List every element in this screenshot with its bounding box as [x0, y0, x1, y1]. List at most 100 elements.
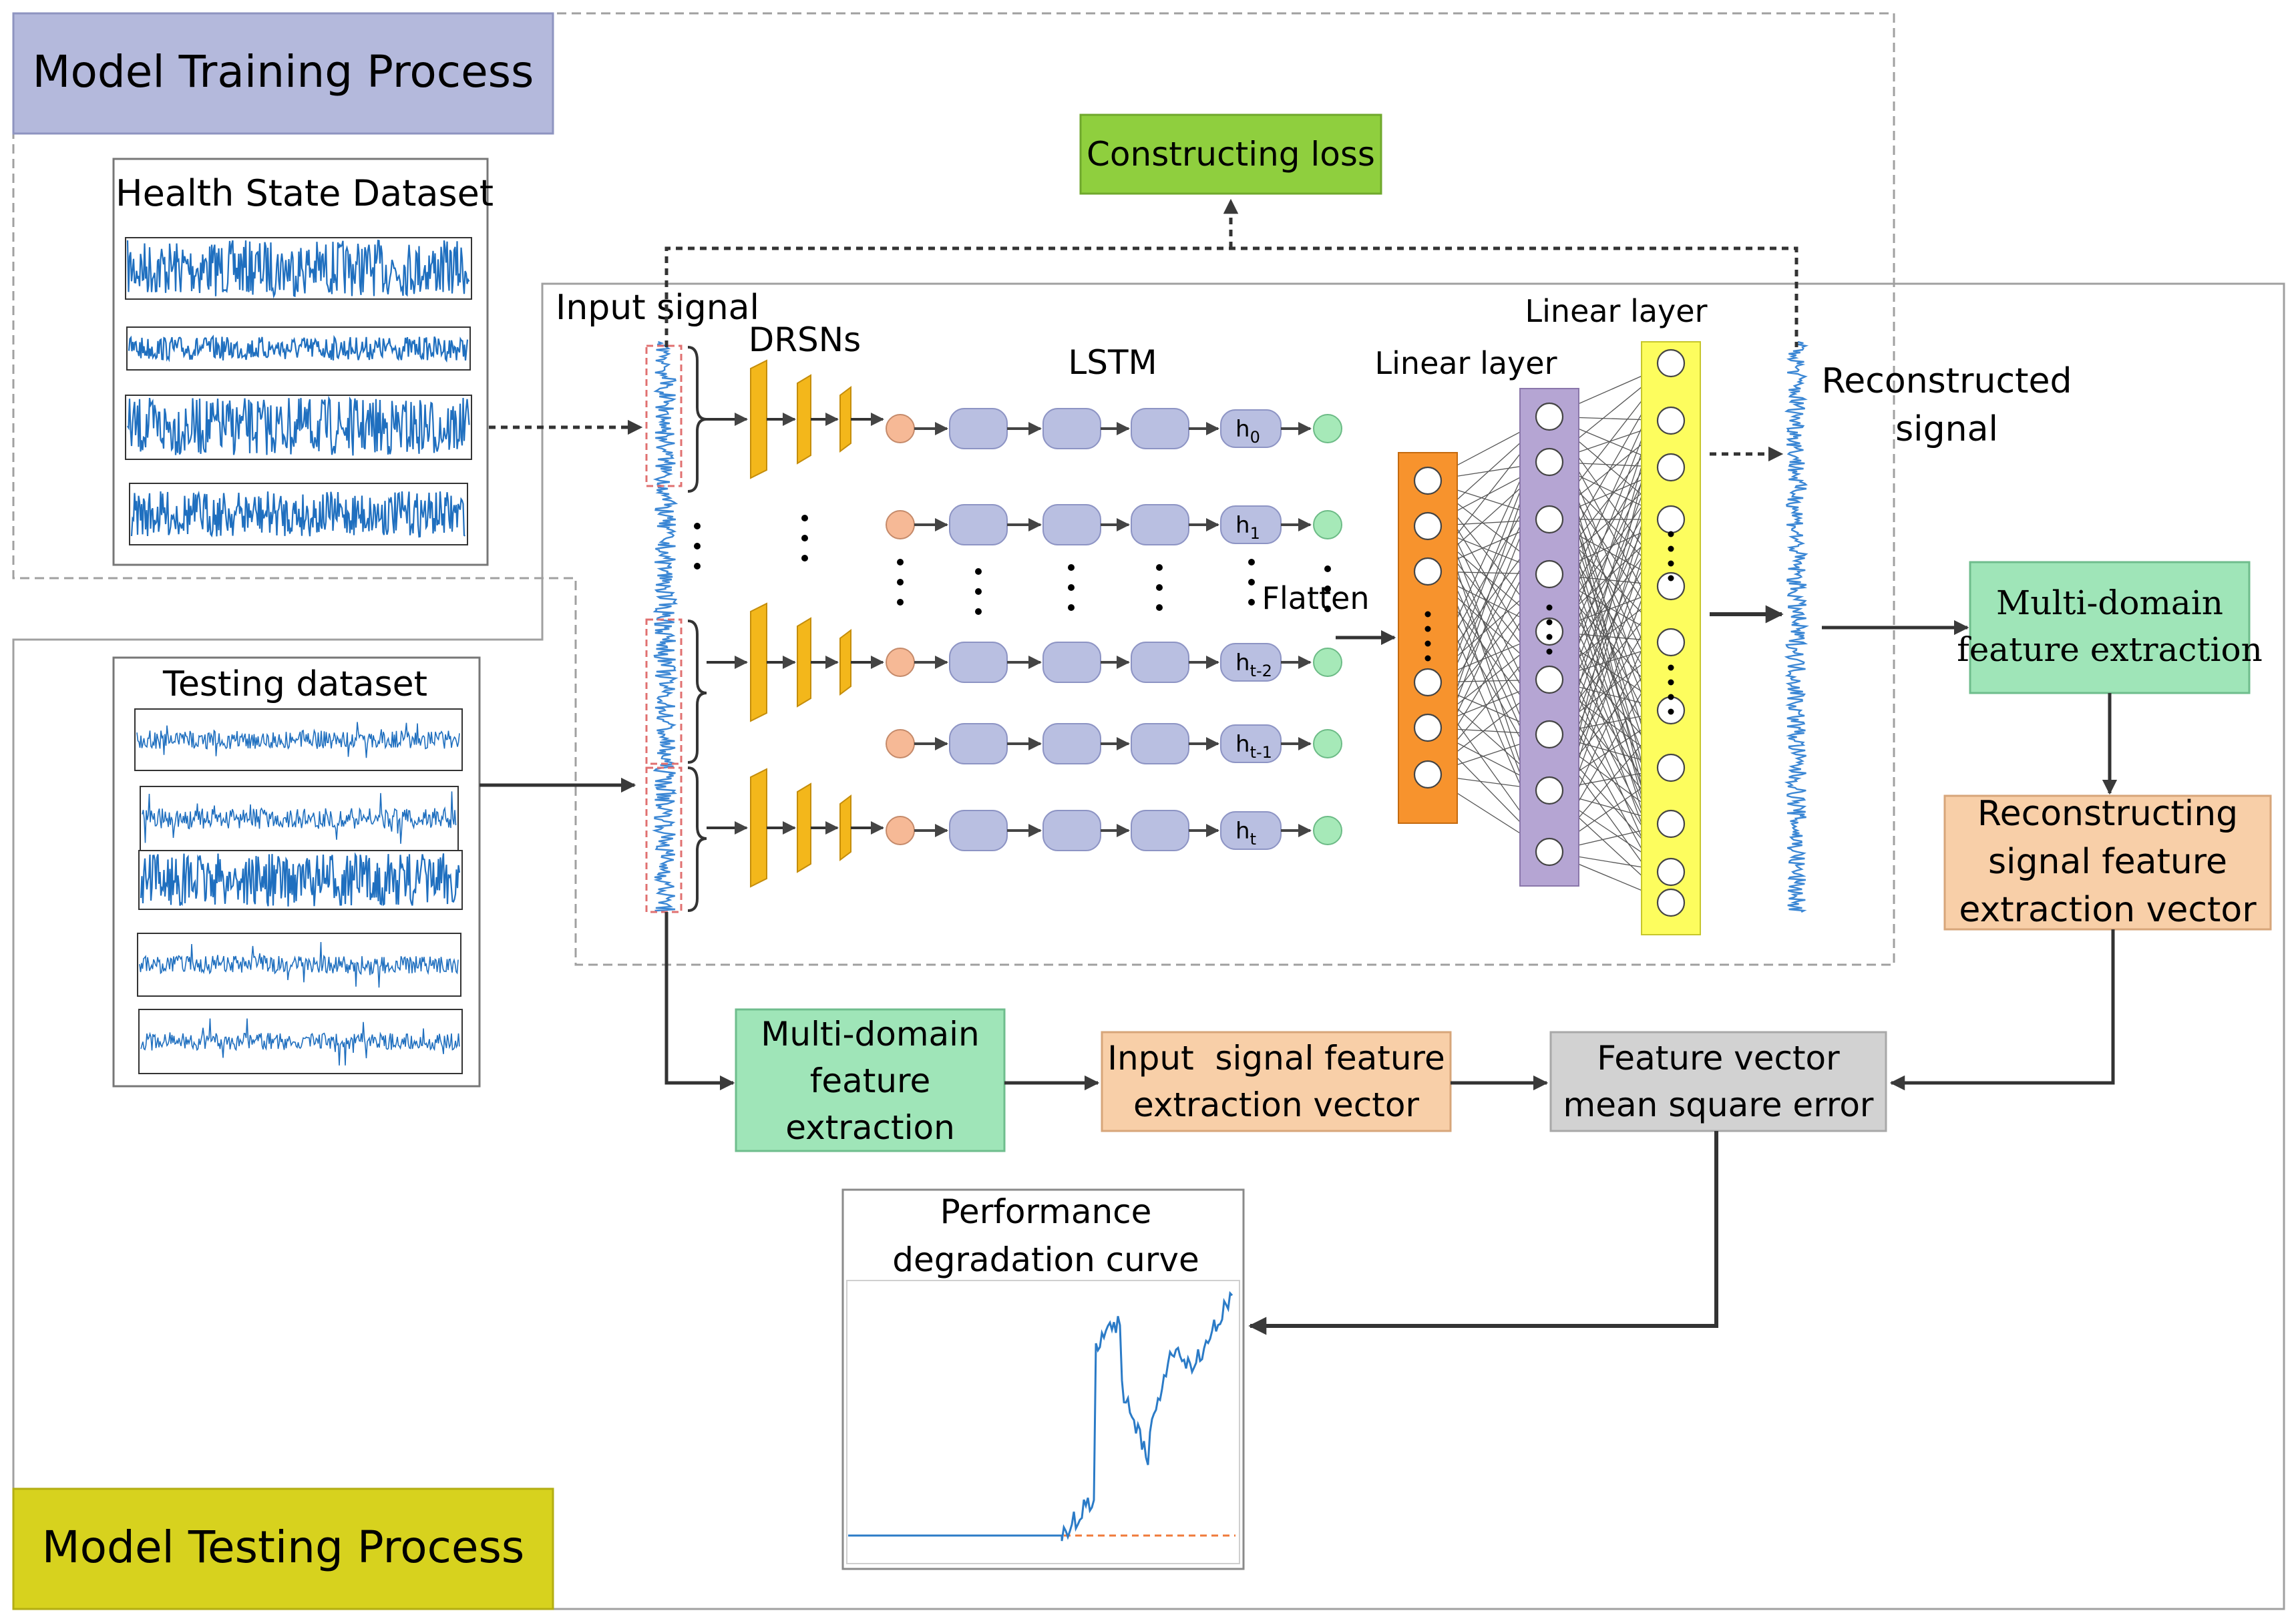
neuron-l2-7: [1535, 776, 1564, 805]
lstm-vertical-dots: [897, 559, 1331, 615]
lstm-dot-1-0: [975, 568, 982, 575]
neuron-dots-0-0: [1424, 611, 1431, 618]
drsn-block-2-1: [797, 782, 811, 873]
hidden-state-subscript-3: t-1: [1250, 743, 1272, 762]
recon-vec-to-mse-arrow: [1889, 929, 2115, 1091]
lstm-dot-0-1: [897, 579, 904, 586]
lstm-dot-2-2: [1068, 604, 1075, 611]
performance-label-2: degradation curve: [892, 1240, 1199, 1279]
neuron-l2-1: [1535, 447, 1564, 477]
neuron-dots-0-3: [1424, 655, 1431, 662]
testing-title: Model Testing Process: [42, 1522, 525, 1573]
lstm-label: LSTM: [1068, 343, 1157, 382]
reconstructed-label-1: Reconstructed: [1822, 361, 2072, 401]
lstm-dot-2-0: [1068, 564, 1075, 571]
lstm-input-node-2: [886, 648, 915, 677]
linear-layer-label-2: Linear layer: [1525, 293, 1708, 329]
neuron-dots-3-0: [1668, 664, 1674, 671]
neuron-dots-1-3: [1546, 648, 1553, 655]
lstm-dot-0-2: [897, 599, 904, 606]
neuron-l1-5: [1413, 760, 1443, 789]
drsn-block-0-0: [750, 359, 767, 479]
lstm-output-node-1: [1313, 510, 1342, 539]
input-signal-waveform: [652, 340, 679, 913]
network-neurons: [1413, 349, 1686, 917]
lstm-cell-4-1: [1042, 810, 1101, 851]
neuron-dots-1-0: [1546, 604, 1553, 611]
hidden-state-subscript-4: t: [1250, 830, 1256, 849]
lstm-dot-3-0: [1156, 564, 1163, 571]
lstm-dot-3-1: [1156, 584, 1163, 591]
testing-dataset-panel: Testing dataset: [112, 656, 481, 1088]
lstm-cell-3-2: [1131, 723, 1189, 764]
lstm-dot-2-1: [1068, 584, 1075, 591]
neuron-l3-10: [1656, 888, 1686, 917]
drsn-block-2-0: [750, 768, 767, 888]
drsn-block-0-1: [797, 374, 811, 465]
lstm-input-node-3: [886, 729, 915, 758]
lstm-output-node-3: [1313, 729, 1342, 758]
neuron-l3-8: [1656, 809, 1686, 839]
input-wave: [652, 340, 679, 913]
neuron-l3-0: [1656, 349, 1686, 378]
neuron-l3-3: [1656, 505, 1686, 534]
lstm-output-node-2: [1313, 648, 1342, 677]
mse-label-1: Feature vector: [1597, 1039, 1840, 1078]
drsn-vertical-dots: [801, 515, 808, 561]
test-plot-5-wave: [140, 1018, 460, 1066]
mdfe-right-label-1: Multi-domain: [1996, 584, 2223, 622]
reconstructed-label-2: signal: [1895, 409, 1998, 449]
health-dataset-panel: Health State Dataset: [112, 158, 494, 566]
window-braces: [687, 346, 707, 912]
health-plot-1-wave: [126, 240, 470, 299]
drsn-block-1-1: [797, 617, 811, 708]
drsn-block-2-2: [839, 794, 851, 861]
performance-curve-panel: Performance degradation curve: [841, 1188, 1245, 1570]
lstm-cell-1-0: [949, 504, 1008, 545]
constructing-loss-label: Constructing loss: [1087, 135, 1375, 174]
neuron-l3-5: [1656, 628, 1686, 657]
input-signal-label: Input signal: [556, 288, 759, 328]
test-plot-4-wave: [139, 941, 459, 988]
lstm-output-node-4: [1313, 816, 1342, 845]
neuron-l3-2: [1656, 453, 1686, 482]
degradation-curve: [848, 1291, 1233, 1542]
lstm-cell-2-0: [949, 642, 1008, 683]
mdfe-right-box: [1969, 561, 2251, 694]
testing-title-box: [12, 1487, 554, 1610]
neuron-dots-1-1: [1546, 619, 1553, 626]
recon-wave: [1784, 340, 1809, 913]
hidden-state-subscript-0: 0: [1250, 428, 1260, 447]
neuron-l2-8: [1535, 837, 1564, 867]
lstm-dot-1-1: [975, 588, 982, 595]
mdfe-bottom-label-1: Multi-domain: [761, 1015, 980, 1054]
lstm-output-node-0: [1313, 414, 1342, 443]
lstm-dot-4-0: [1248, 559, 1255, 565]
neuron-l1-3: [1413, 668, 1443, 697]
neuron-l3-9: [1656, 857, 1686, 887]
neuron-dots-0-2: [1424, 640, 1431, 647]
lstm-cell-2-2: [1131, 642, 1189, 683]
mdfe-bottom-box: [735, 1008, 1006, 1152]
neuron-l2-2: [1535, 505, 1564, 534]
hidden-state-subscript-1: 1: [1250, 524, 1260, 543]
neuron-l1-1: [1413, 511, 1443, 541]
recon-vector-box: [1943, 794, 2272, 931]
linear-layer-label-1: Linear layer: [1375, 345, 1557, 381]
neuron-l2-5: [1535, 665, 1564, 694]
neuron-l2-6: [1535, 720, 1564, 749]
reconstructed-signal-waveform: [1784, 340, 1809, 913]
mse-to-curve-arrow: [1248, 1131, 1718, 1335]
neuron-l3-7: [1656, 753, 1686, 782]
test-plot-1-wave: [136, 722, 460, 758]
neuron-l2-4: [1535, 617, 1564, 646]
neuron-dots-0-1: [1424, 626, 1431, 632]
drsn-blocks: [707, 359, 884, 888]
testing-dataset-label: Testing dataset: [162, 664, 427, 704]
input-window-boxes: [645, 344, 683, 913]
input-vector-label-2: extraction vector: [1133, 1086, 1419, 1124]
test-plot-3-wave: [140, 852, 461, 907]
window-box-3: [645, 766, 683, 913]
neuron-dots-3-2: [1668, 694, 1674, 700]
neuron-dots-1-2: [1546, 634, 1553, 640]
